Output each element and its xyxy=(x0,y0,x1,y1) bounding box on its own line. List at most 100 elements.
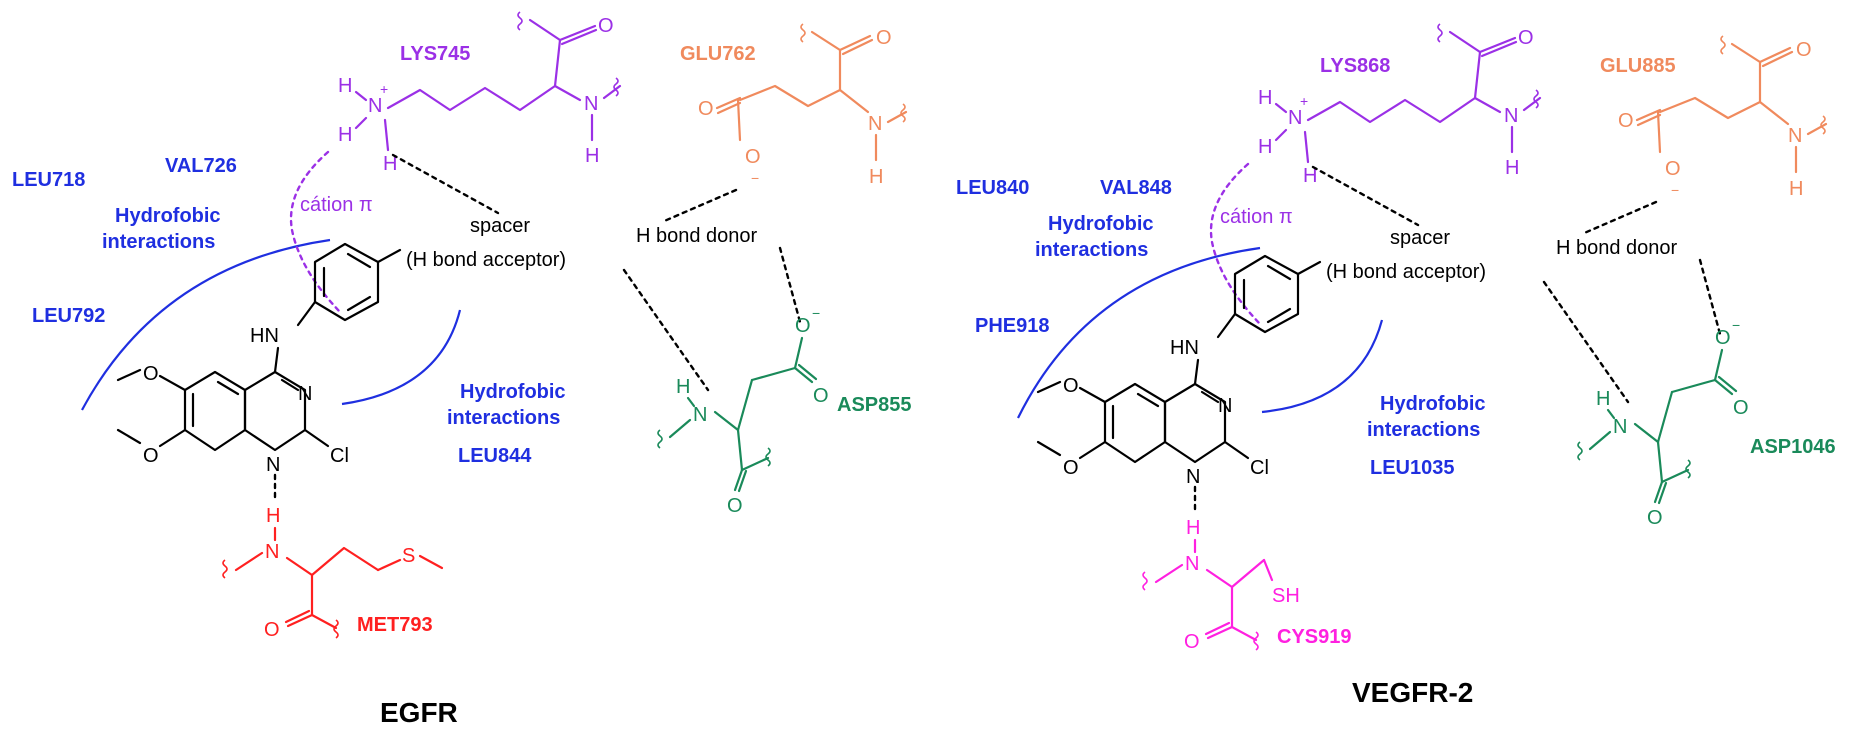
met793-label: MET793 xyxy=(357,614,433,636)
atom-cl: Cl xyxy=(1250,457,1269,479)
glu-label: GLU762 xyxy=(680,43,756,65)
atom-h: H xyxy=(1186,517,1200,539)
glu-donor-dash xyxy=(1580,200,1658,236)
atom-n: N xyxy=(266,454,280,476)
atom-h: H xyxy=(1258,87,1272,109)
hydrophobic-label-1: Hydrofobic xyxy=(1048,213,1154,235)
cys919-label: CYS919 xyxy=(1277,626,1352,648)
glu-residue: GLU762 O O − O N H xyxy=(680,23,908,188)
leu840-label: LEU840 xyxy=(956,177,1029,199)
vegfr2-panel: H N + H H O N H LYS868 GLU885 O xyxy=(956,23,1836,708)
leu844-label: LEU844 xyxy=(458,445,532,467)
hydrophobic-label-2: Hydrofobic xyxy=(460,381,566,403)
hydrophobic-arc-right xyxy=(341,309,462,406)
atom-o: O xyxy=(1063,457,1079,479)
atom-h: H xyxy=(1789,178,1803,200)
atom-n: N xyxy=(1504,105,1518,127)
h-bond-donor-label: H bond donor xyxy=(1556,237,1678,259)
interactions-label-2: interactions xyxy=(447,407,560,429)
hydrophobic-labels: LEU718 VAL726 Hydrofobic interactions LE… xyxy=(12,155,566,467)
charge-minus: − xyxy=(1671,182,1679,198)
atom-h: H xyxy=(266,505,280,527)
atom-n: N xyxy=(1218,395,1232,417)
atom-n: N xyxy=(1186,466,1200,488)
atom-h: H xyxy=(1596,388,1610,410)
lys-residue: H N + H H O N H LYS868 xyxy=(1258,23,1542,187)
atom-sh: SH xyxy=(1272,585,1300,607)
atom-n: N xyxy=(1288,107,1302,129)
leu1035-label: LEU1035 xyxy=(1370,457,1455,479)
atom-hn: HN xyxy=(1170,337,1199,359)
hydrophobic-arc-left xyxy=(1017,246,1261,419)
atom-hn: HN xyxy=(250,325,279,347)
spacer-label: spacer xyxy=(470,215,530,237)
val726-label: VAL726 xyxy=(165,155,237,177)
charge-plus: + xyxy=(1300,93,1308,109)
atom-h: H xyxy=(1505,157,1519,179)
egfr-panel: H N + H H O N H LYS745 GLU762 O xyxy=(12,11,912,728)
atom-h: H xyxy=(1258,136,1272,158)
atom-o: O xyxy=(143,445,159,467)
atom-h: H xyxy=(383,153,397,175)
interactions-label-2: interactions xyxy=(1367,419,1480,441)
atom-o: O xyxy=(598,15,614,37)
asp855-label: ASP855 xyxy=(837,394,912,416)
charge-plus: + xyxy=(380,81,388,97)
cation-pi-dash xyxy=(1209,162,1262,326)
glu-residue: GLU885 O O − O N H xyxy=(1600,35,1828,200)
hydrophobic-arc-left xyxy=(81,238,331,411)
ligand-egfr: HN N N Cl O O xyxy=(116,242,402,476)
met-residue: H N S O MET793 xyxy=(222,505,444,641)
atom-o: O xyxy=(876,27,892,49)
atom-o: O xyxy=(1647,507,1663,529)
vegfr2-title: VEGFR-2 xyxy=(1352,677,1473,708)
atom-s: S xyxy=(402,545,415,567)
atom-o: O xyxy=(1518,27,1534,49)
cation-pi-label: cátion π xyxy=(300,194,373,216)
atom-h: H xyxy=(869,166,883,188)
spacer-label: spacer xyxy=(1390,227,1450,249)
atom-cl: Cl xyxy=(330,445,349,467)
atom-h: H xyxy=(338,124,352,146)
charge-minus: − xyxy=(812,305,820,321)
cation-pi-dash xyxy=(289,150,342,314)
acceptor-asp-dash xyxy=(1542,280,1630,404)
lys-acceptor-dash xyxy=(1311,165,1420,227)
atom-n: N xyxy=(265,541,279,563)
donor-asp-dash xyxy=(1698,258,1722,336)
cation-pi-label: cátion π xyxy=(1220,206,1293,228)
donor-asp-dash xyxy=(778,246,802,324)
cys-residue: H N SH O CYS919 xyxy=(1142,517,1352,653)
atom-o: O xyxy=(1618,110,1634,132)
atom-o: O xyxy=(1796,39,1812,61)
atom-o: O xyxy=(1733,397,1749,419)
atom-o: O xyxy=(813,385,829,407)
lys-residue: H N + H H O N H LYS745 xyxy=(338,11,622,175)
atom-n: N xyxy=(298,383,312,405)
h-bond-donor-label: H bond donor xyxy=(636,225,758,247)
interactions-label-1: interactions xyxy=(102,231,215,253)
atom-h: H xyxy=(585,145,599,167)
atom-o: O xyxy=(727,495,743,517)
lys-label: LYS745 xyxy=(400,43,470,65)
glu-donor-dash xyxy=(660,188,738,224)
atom-n: N xyxy=(693,404,707,426)
atom-n: N xyxy=(1613,416,1627,438)
atom-o: O xyxy=(745,146,761,168)
atom-o: O xyxy=(698,98,714,120)
atom-n: N xyxy=(584,93,598,115)
atom-n: N xyxy=(1788,125,1802,147)
charge-minus: − xyxy=(1732,317,1740,333)
leu792-label: LEU792 xyxy=(32,305,105,327)
h-bond-acceptor-label: (H bond acceptor) xyxy=(406,249,566,271)
lys-acceptor-dash xyxy=(391,153,500,215)
atom-h: H xyxy=(676,376,690,398)
atom-o: O xyxy=(264,619,280,641)
atom-o: O xyxy=(143,363,159,385)
glu-label: GLU885 xyxy=(1600,55,1676,77)
atom-n: N xyxy=(1185,553,1199,575)
val848-label: VAL848 xyxy=(1100,177,1172,199)
asp1046-label: ASP1046 xyxy=(1750,436,1836,458)
atom-o: O xyxy=(1715,327,1731,349)
